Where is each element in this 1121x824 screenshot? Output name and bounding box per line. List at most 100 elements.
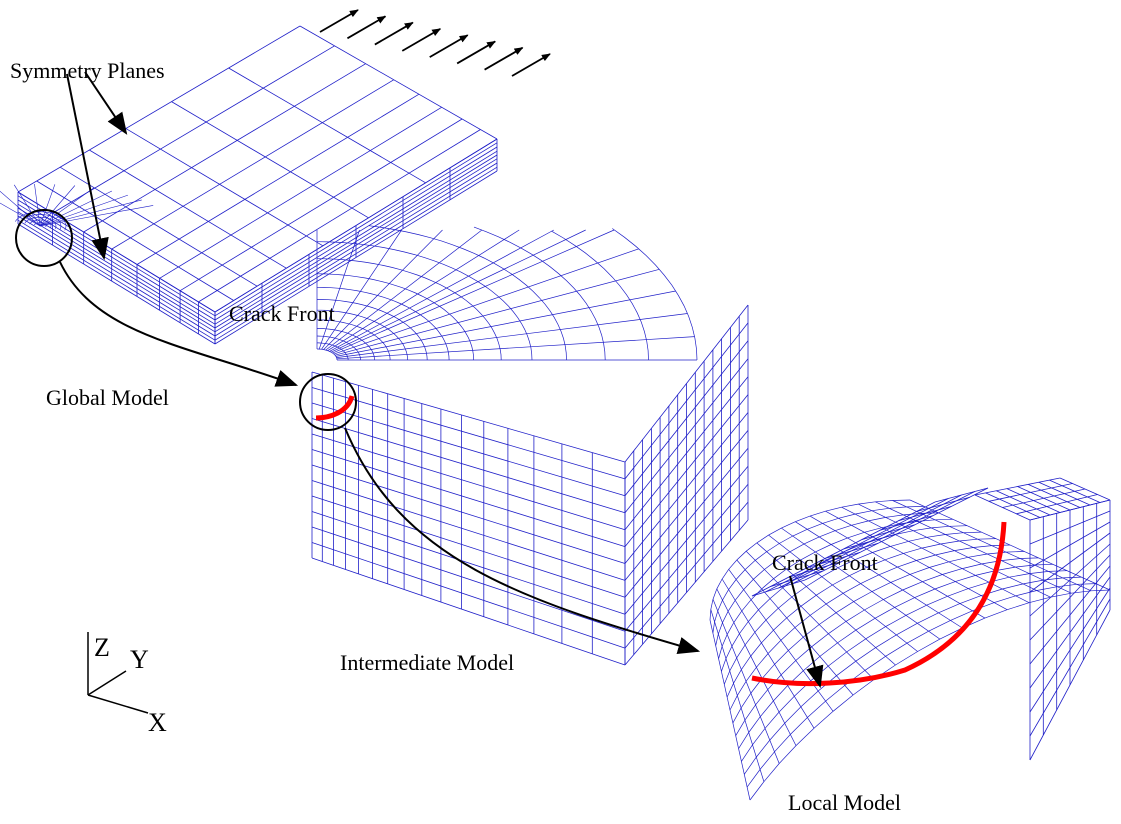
global-top-line bbox=[17, 25, 301, 193]
global-right-line bbox=[214, 170, 498, 345]
local-front-arc bbox=[709, 499, 911, 621]
intermediate-arc bbox=[551, 230, 649, 361]
load-arrow bbox=[374, 21, 414, 46]
local-top-line bbox=[751, 501, 936, 597]
intermediate-front-line bbox=[311, 464, 626, 564]
local-front-arc bbox=[744, 576, 1082, 775]
intermediate-arc bbox=[317, 328, 375, 361]
global-refine-ray bbox=[39, 187, 95, 227]
global-refine-ray bbox=[39, 194, 128, 227]
global-right-line bbox=[214, 162, 498, 337]
intermediate-side-line bbox=[624, 448, 749, 598]
global-refine-ring bbox=[15, 211, 67, 231]
local-side-line bbox=[1029, 576, 1111, 689]
local-top-line bbox=[778, 494, 962, 589]
local-side-line bbox=[1029, 521, 1111, 569]
intermediate-ray bbox=[327, 229, 520, 351]
intermediate-side-line bbox=[624, 501, 749, 649]
global-right-line bbox=[214, 138, 498, 313]
local-front-arc bbox=[735, 557, 1039, 736]
global-refine-ray bbox=[39, 184, 56, 227]
global-top-line bbox=[179, 118, 463, 292]
load-arrow bbox=[319, 9, 359, 33]
local-side-line bbox=[1029, 510, 1111, 545]
local-model-label: Local Model bbox=[788, 790, 901, 815]
global-refine-ray bbox=[39, 185, 76, 227]
load-arrow bbox=[346, 15, 387, 40]
global-top-line bbox=[198, 129, 481, 303]
intermediate-ray bbox=[330, 229, 586, 353]
global-refine-ray bbox=[13, 184, 41, 227]
global-top-line bbox=[159, 106, 442, 279]
intermediate-ray bbox=[332, 229, 615, 354]
global-model-label: Global Model bbox=[46, 385, 169, 410]
global-right-line bbox=[214, 150, 498, 325]
local-top-face bbox=[751, 477, 1111, 597]
local-side-line bbox=[1029, 609, 1111, 761]
local-front-arc bbox=[726, 538, 996, 698]
local-side-line bbox=[1029, 543, 1111, 617]
intermediate-front-line bbox=[311, 557, 626, 666]
local-front-arc bbox=[723, 531, 982, 685]
global-refine-ray bbox=[39, 199, 142, 227]
intermediate-ray bbox=[325, 229, 483, 351]
intermediate-arc bbox=[316, 299, 428, 361]
global-refine-ring bbox=[29, 219, 52, 229]
global-front-line bbox=[17, 211, 216, 333]
intermediate-front-line bbox=[311, 402, 626, 497]
z-axis-label: Z bbox=[94, 633, 110, 662]
intermediate-ray bbox=[318, 229, 360, 350]
intermediate-ray bbox=[329, 229, 555, 352]
local-front-arc bbox=[741, 570, 1068, 762]
intermediate-top-face bbox=[316, 225, 698, 361]
local-front-arc bbox=[712, 506, 925, 633]
load-arrow bbox=[429, 34, 469, 58]
global-detail-circle bbox=[15, 209, 73, 267]
intermediate-side-line bbox=[624, 430, 749, 581]
intermediate-ray bbox=[323, 229, 443, 350]
local-front-arc bbox=[738, 563, 1053, 749]
local-side-line bbox=[1029, 598, 1111, 737]
global-to-intermediate-arrow bbox=[59, 261, 299, 387]
intermediate-arc bbox=[316, 335, 361, 361]
intermediate-arc bbox=[473, 226, 606, 361]
global-front-line bbox=[17, 207, 216, 329]
intermediate-side-line bbox=[624, 412, 749, 564]
intermediate-side-line bbox=[624, 358, 749, 514]
global-top-line bbox=[52, 45, 335, 214]
intermediate-arc bbox=[316, 258, 502, 361]
global-model-mesh bbox=[0, 25, 498, 345]
global-front-line bbox=[17, 223, 216, 345]
local-side-face bbox=[1029, 499, 1111, 761]
intermediate-front-line bbox=[311, 511, 626, 615]
load-arrow bbox=[401, 28, 442, 52]
intermediate-front-line bbox=[311, 526, 626, 632]
local-top-line bbox=[804, 487, 989, 581]
global-right-line bbox=[214, 158, 498, 333]
local-side-line bbox=[1029, 532, 1111, 593]
intermediate-model-mesh bbox=[311, 225, 749, 666]
local-side-line bbox=[1029, 587, 1111, 713]
local-top-right-line bbox=[1002, 488, 1086, 508]
local-top-right-line bbox=[974, 477, 1061, 496]
symmetry-arrow-top bbox=[84, 71, 128, 135]
intermediate-side-line bbox=[624, 483, 749, 632]
intermediate-model-label: Intermediate Model bbox=[340, 650, 514, 675]
local-side-line bbox=[1029, 565, 1111, 665]
intermediate-ray bbox=[336, 336, 695, 360]
global-top-line bbox=[36, 180, 234, 301]
intermediate-front-face bbox=[311, 371, 626, 666]
global-top-line bbox=[83, 63, 366, 233]
y-axis-line bbox=[87, 670, 127, 696]
global-right-face bbox=[214, 138, 498, 345]
local-front-face bbox=[709, 499, 1111, 801]
global-top-line bbox=[228, 67, 426, 184]
intermediate-front-line bbox=[311, 542, 626, 649]
intermediate-arc bbox=[316, 241, 533, 361]
intermediate-ray bbox=[321, 229, 402, 350]
intermediate-front-line bbox=[311, 371, 626, 463]
intermediate-side-line bbox=[624, 466, 749, 615]
crack-front-local-label: Crack Front bbox=[772, 550, 878, 575]
global-top-line bbox=[59, 166, 258, 287]
